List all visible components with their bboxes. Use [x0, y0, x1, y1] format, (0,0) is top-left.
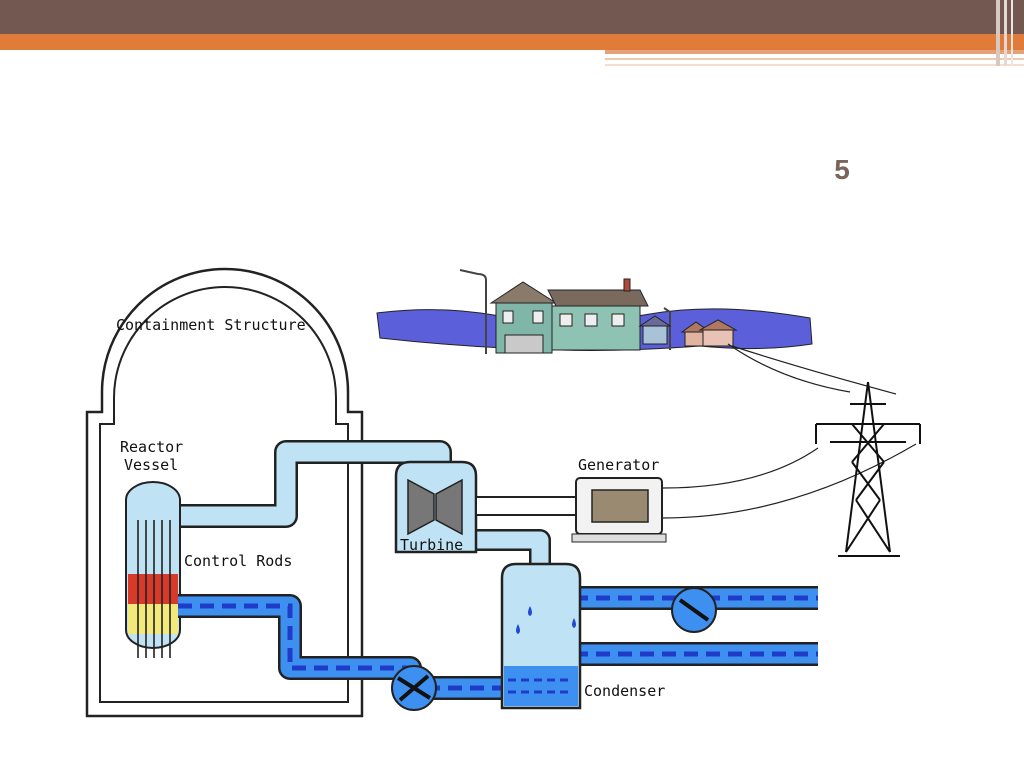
- header-bar: [0, 0, 1024, 34]
- label-reactor: Reactor: [120, 438, 183, 456]
- condenser: [500, 562, 582, 710]
- transmission-tower: [815, 381, 921, 557]
- label-condenser: Condenser: [584, 682, 665, 700]
- reactor-vessel: [125, 481, 181, 658]
- label-turbine: Turbine: [400, 536, 463, 554]
- pump-cooling: [671, 587, 717, 633]
- accent-bar: [0, 34, 1024, 50]
- steam-pipe: [158, 440, 551, 566]
- house-main: [489, 278, 649, 354]
- label-generator: Generator: [578, 456, 659, 474]
- control-rods: [137, 520, 171, 658]
- slide-number: 5: [834, 154, 850, 185]
- pump-primary: [391, 665, 437, 711]
- town-scene: [376, 269, 813, 354]
- generator: [571, 477, 667, 543]
- turbine: [394, 460, 587, 554]
- house-small-1: [638, 315, 672, 345]
- label-control-rods: Control Rods: [184, 552, 292, 570]
- house-small-2: [680, 319, 738, 347]
- label-containment: Containment Structure: [116, 316, 306, 334]
- label-vessel: Vessel: [124, 456, 178, 474]
- header-decoration: [605, 0, 1024, 66]
